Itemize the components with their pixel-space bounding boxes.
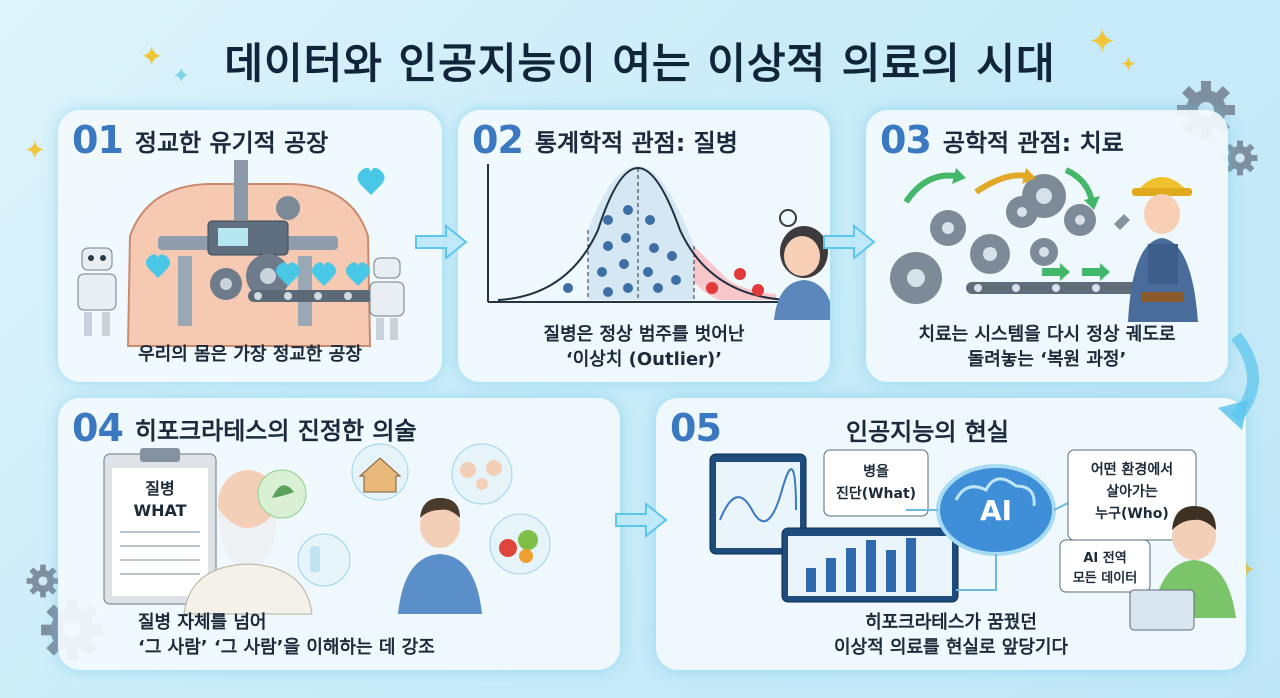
sparkle-icon: ✦ (172, 64, 191, 89)
box-what-text: 병을 (863, 463, 889, 480)
clipboard-text: 질병 (145, 479, 174, 498)
flow-arrow-icon (823, 223, 876, 261)
panel-caption-line: ‘그 사람’ ‘그 사람’을 이해하는 데 강조 (138, 637, 435, 659)
panel-caption-line: 히포크라테스가 꿈꿨던 (865, 612, 1037, 633)
sparkle-icon: ✦ (1088, 22, 1117, 62)
body-factory-illustration (77, 160, 405, 347)
panel-number: 02 (472, 118, 524, 162)
box-what-text: 진단(What) (836, 485, 916, 502)
panel-heading: 통계학적 관점: 질병 (534, 128, 738, 157)
panel-number: 05 (670, 406, 722, 450)
box-who-text: 누구(Who) (1095, 506, 1169, 522)
flow-arrow-icon (615, 501, 668, 539)
sparkle-icon: ✦ (24, 136, 46, 166)
bell-curve-illustration (487, 164, 830, 320)
panel-caption-line: 돌려놓는 ‘복원 과정’ (967, 349, 1127, 371)
box-who-text: 살아가는 (1106, 483, 1158, 500)
panel-caption-line: 우리의 몸은 가장 정교한 공장 (138, 344, 362, 365)
panel-heading: 히포크라테스의 진정한 의술 (134, 416, 417, 445)
box-data-text: AI 전역 (1083, 550, 1126, 566)
hippocrates-illustration: 질병 WHAT (103, 443, 551, 615)
curved-flow-arrow-icon (1218, 332, 1259, 430)
panel-05: 05 인공지능의 현실 병을 진단(What) AI 어떤 환경에서 살아가는 … (656, 398, 1246, 670)
panel-heading: 인공지능의 현실 (846, 418, 1009, 446)
panel-caption-line: 질병은 정상 범주를 벗어난 (543, 324, 745, 345)
panel-03: 03 공학적 관점: 치료 치료는 시스템을 다시 정상 궤도로 돌려놓는 (866, 110, 1228, 382)
flow-arrow-icon (415, 223, 468, 261)
panel-number: 01 (72, 118, 124, 162)
panel-01: 01 정교한 유기적 공장 우리의 몸은 가장 정교한 공장 (58, 110, 442, 382)
clipboard-text: WHAT (133, 501, 186, 520)
panel-02: 02 통계학적 관점: 질병 질병은 정상 범주를 벗어난 ‘이상치 (Outl… (458, 110, 830, 382)
panel-04: 04 히포크라테스의 진정한 의술 질병 WHAT 질병 자체를 넘어 ‘그 사… (58, 398, 620, 670)
panel-number: 03 (880, 118, 932, 162)
box-data-text: 모든 데이터 (1073, 570, 1137, 586)
engineer-gears-illustration (890, 167, 1198, 322)
box-who-text: 어떤 환경에서 (1091, 461, 1173, 478)
gear-icon (26, 564, 60, 598)
sparkle-icon: ✦ (1120, 52, 1137, 76)
panel-caption-line: ‘이상치 (Outlier)’ (565, 349, 723, 371)
panel-caption-line: 질병 자체를 넘어 (138, 612, 267, 633)
panel-heading: 공학적 관점: 치료 (942, 128, 1124, 157)
ai-brain-label: AI (980, 494, 1012, 527)
panel-caption-line: 이상적 의료를 현실로 앞당기다 (833, 637, 1069, 659)
panel-caption-line: 치료는 시스템을 다시 정상 궤도로 (918, 324, 1176, 345)
panel-heading: 정교한 유기적 공장 (134, 128, 329, 157)
page-title: 데이터와 인공지능이 여는 이상적 의료의 시대 (224, 39, 1056, 88)
panel-number: 04 (72, 406, 124, 450)
ai-dashboard-illustration: 병을 진단(What) AI 어떤 환경에서 살아가는 누구(Who) AI 전… (709, 449, 1236, 631)
sparkle-icon: ✦ (140, 40, 164, 73)
